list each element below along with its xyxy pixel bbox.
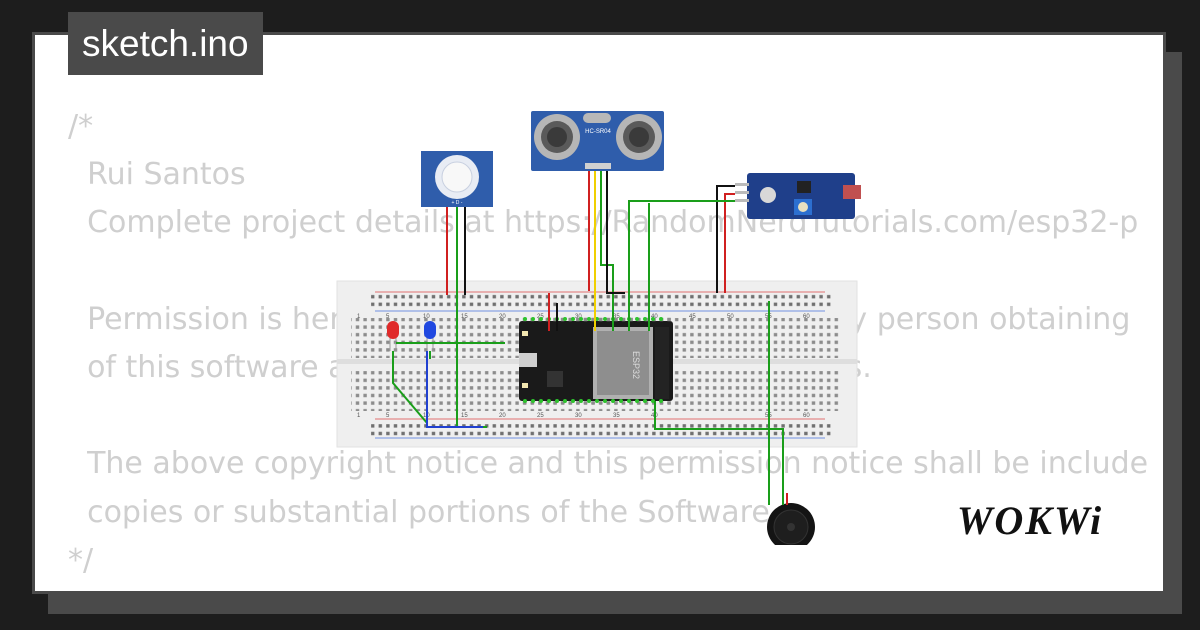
bb-number: 5 — [386, 413, 390, 419]
ldr-module — [735, 173, 861, 219]
preview-card: /* Rui Santos Complete project details a… — [32, 32, 1166, 594]
bb-number: 5 — [386, 314, 390, 320]
bb-number: 10 — [423, 314, 430, 320]
bb-number: 35 — [613, 413, 620, 419]
bb-number: 50 — [727, 314, 734, 320]
bb-number: 45 — [689, 314, 696, 320]
wokwi-logo: WOKWi — [957, 498, 1103, 543]
wokwi-logo-text: WOKWi — [957, 498, 1103, 543]
bb-number: 60 — [803, 413, 810, 419]
bb-number: 15 — [461, 314, 468, 320]
code-editor: /* Rui Santos Complete project details a… — [68, 103, 1148, 585]
wires — [392, 171, 788, 505]
esp32-label: ESP32 — [631, 351, 641, 379]
esp32-board: ESP32 — [519, 321, 673, 401]
bb-number: 20 — [499, 314, 506, 320]
ultrasonic-sensor: HC-SR04 — [531, 111, 664, 171]
pir-sensor: + D - — [421, 151, 493, 207]
code-line: /* — [68, 109, 94, 144]
bb-number: 15 — [461, 413, 468, 419]
file-tab-label: sketch.ino — [82, 23, 249, 64]
code-line: The above copyright notice and this perm… — [68, 446, 1149, 482]
bb-number: 30 — [575, 413, 582, 419]
circuit-diagram: 1 5 10 15 20 25 30 35 40 45 50 55 60 1 5… — [336, 111, 861, 545]
bb-number: 1 — [357, 413, 361, 419]
bb-number: 20 — [499, 413, 506, 419]
ultrasonic-label: HC-SR04 — [585, 129, 611, 135]
code-line: Rui Santos — [68, 157, 246, 193]
bb-number: 60 — [803, 314, 810, 320]
code-line: copies or substantial portions of the So… — [68, 494, 780, 530]
code-line: */ — [68, 542, 94, 578]
bb-number: 1 — [357, 314, 361, 320]
file-tab[interactable]: sketch.ino — [68, 12, 263, 75]
pir-pins: + D - — [452, 200, 463, 206]
bb-number: 25 — [537, 413, 544, 419]
buzzer — [767, 503, 815, 545]
